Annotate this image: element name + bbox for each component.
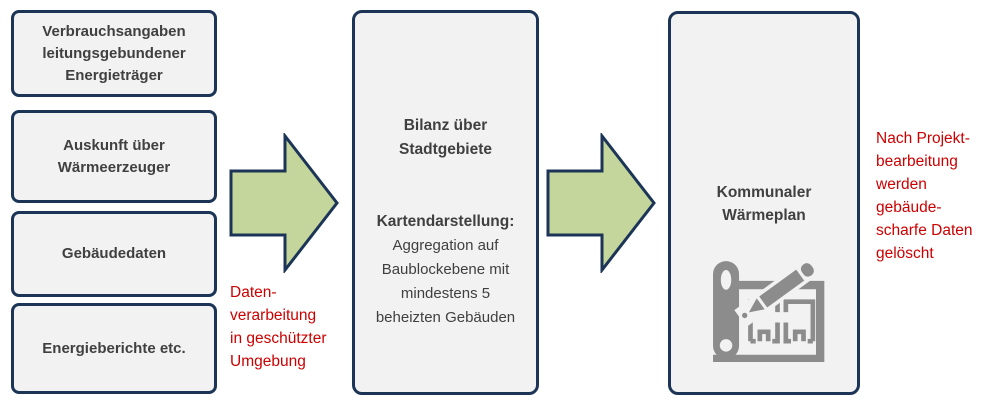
flow-arrow-right-icon xyxy=(546,133,656,273)
result-box-waermeplan: Kommunaler Wärmeplan xyxy=(668,11,860,395)
annotation-processing: Daten- verarbeitung in geschützter Umgeb… xyxy=(230,284,327,370)
source-box-label: Energieberichte etc. xyxy=(42,339,186,357)
process-box-title: Bilanz über Stadtgebiete xyxy=(398,117,492,158)
source-box-label: Verbrauchsangaben leitungsgebundener Ene… xyxy=(42,22,186,84)
source-box-label: Gebäudedaten xyxy=(61,245,167,262)
floor-plan-pencil-icon xyxy=(713,258,825,362)
process-box-bilanz: Bilanz über Stadtgebiete Kartendarstellu… xyxy=(352,10,539,395)
source-box-waermeerzeuger: Auskunft über Wärmeerzeuger xyxy=(11,110,217,203)
process-details-heading: Kartendarstellung: xyxy=(376,213,515,230)
source-box-gebaeudedaten: Gebäudedaten xyxy=(11,211,217,297)
source-box-verbrauchsangaben: Verbrauchsangaben leitungsgebundener Ene… xyxy=(11,10,217,97)
process-box-details: Kartendarstellung: Aggregation auf Baubl… xyxy=(355,186,536,354)
source-box-label: Auskunft über Wärmeerzeuger xyxy=(57,136,171,176)
result-box-title: Kommunaler Wärmeplan xyxy=(716,184,812,224)
flow-arrow-left-icon xyxy=(229,133,339,273)
process-details-body: Aggregation auf Baublockebene mit mindes… xyxy=(375,237,516,326)
source-box-energieberichte: Energieberichte etc. xyxy=(11,303,217,394)
annotation-deletion: Nach Projekt- bearbeitung werden gebäude… xyxy=(876,130,973,262)
